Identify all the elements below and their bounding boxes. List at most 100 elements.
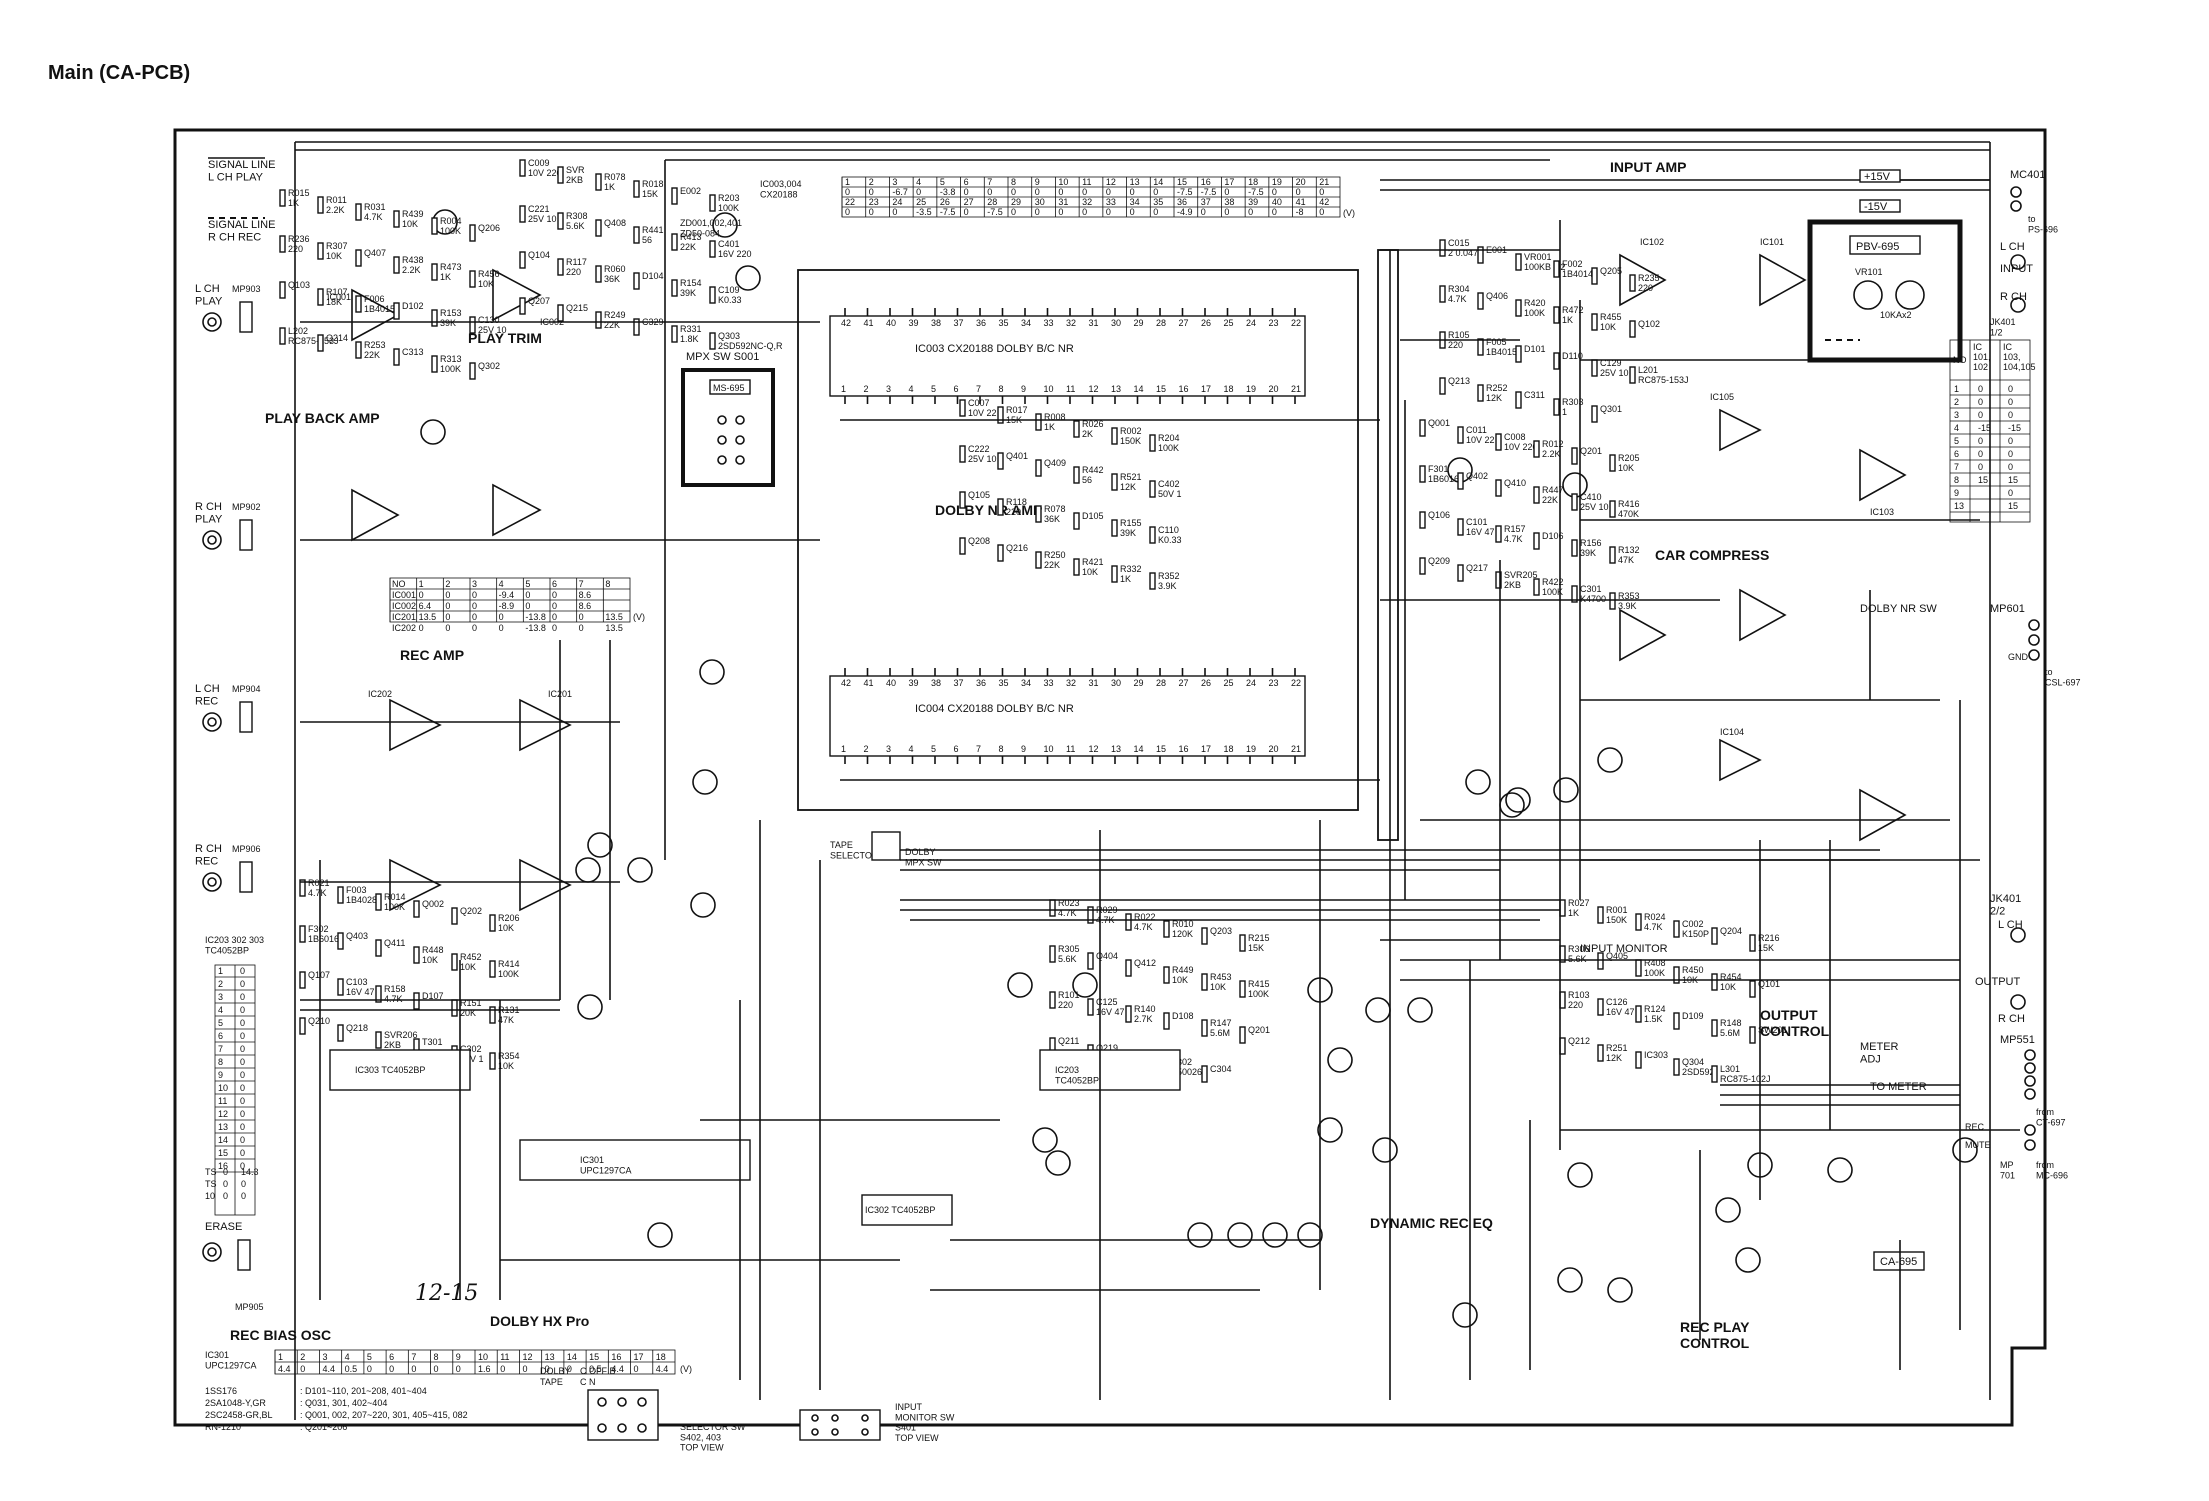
- component-body: [959, 445, 966, 463]
- component-value: 2K: [1082, 429, 1093, 439]
- vt-top-cell: 0: [1058, 187, 1063, 197]
- ic-pin-bottom: 7: [976, 744, 981, 754]
- component-ref: R026: [1082, 419, 1104, 429]
- component-body: [1073, 512, 1080, 530]
- vt-top-cell: 0: [1272, 207, 1277, 217]
- pbv-695-module: PBV-695 VR101 10KAx2: [1807, 219, 1963, 363]
- component-value: 1K: [1120, 574, 1131, 584]
- vt-ic203-extra: 0: [223, 1167, 228, 1177]
- vt-top-cell: 0: [845, 187, 850, 197]
- component-ref: R021: [308, 878, 330, 888]
- component-ref: R147: [1210, 1018, 1232, 1028]
- vt-ic10x-cell: 0: [2008, 397, 2013, 407]
- component-value: 1K: [1562, 315, 1573, 325]
- component-body: [1201, 973, 1208, 991]
- vt-top-cell: 10: [1058, 177, 1068, 187]
- ic-pin-top: 25: [1224, 678, 1234, 688]
- component-ref: Q212: [1568, 1036, 1590, 1046]
- component-value: 4.7K: [308, 888, 327, 898]
- component-body: [1571, 447, 1578, 465]
- component-ref: Q218: [346, 1023, 368, 1033]
- component-body: [469, 316, 476, 334]
- vt-ic301-val: 0.5: [589, 1364, 602, 1374]
- component-ref: C103: [346, 977, 368, 987]
- component-body: [519, 297, 526, 315]
- component-body: [431, 217, 438, 235]
- board-outline: [173, 128, 2047, 1427]
- component-ref: Q411: [384, 938, 405, 948]
- component-body: [1457, 426, 1464, 444]
- component-ref: SVR: [566, 165, 585, 175]
- component-value: 1B4015: [1486, 347, 1517, 357]
- transistor-symbol: [1597, 747, 1623, 773]
- ic004-label: IC004 CX20188 DOLBY B/C NR: [915, 703, 1074, 715]
- vt-ic301-pin: 17: [634, 1352, 644, 1362]
- component-ref: R155: [1120, 518, 1142, 528]
- vt-ic00x-cell: 1: [419, 579, 424, 589]
- component-ref: E002: [680, 186, 701, 196]
- plus15v-tag: [1859, 169, 1901, 183]
- component-value: 22K: [364, 350, 380, 360]
- component-ref: Q102: [1638, 319, 1660, 329]
- component-body: [1591, 267, 1598, 285]
- component-ref: Q211: [1058, 1036, 1079, 1046]
- vt-top-cell: 0: [1106, 207, 1111, 217]
- component-ref: D102: [402, 301, 424, 311]
- semi-part: 2SA1048-Y,GR: [205, 1398, 266, 1408]
- component-ref: Q201: [1580, 446, 1602, 456]
- transistor-symbol: [712, 212, 738, 238]
- vt-top-cell: 28: [987, 197, 997, 207]
- component-body: [997, 406, 1004, 424]
- component-value: 220: [566, 267, 581, 277]
- component-body: [1749, 980, 1756, 998]
- component-ref: L201: [1638, 365, 1658, 375]
- component-value: 22K: [1044, 560, 1060, 570]
- component-ref: R441: [642, 225, 664, 235]
- component-value: RC875-153J: [288, 336, 339, 346]
- ic-pin-bottom: 16: [1179, 384, 1189, 394]
- component-ref: SVR205: [1504, 570, 1538, 580]
- vt-ic301-val: 0.5: [345, 1364, 358, 1374]
- component-ref: Q410: [1504, 478, 1526, 488]
- component-body: [1049, 991, 1056, 1009]
- component-body: [337, 932, 344, 950]
- component-ref: R010: [1172, 919, 1194, 929]
- vt-ic203-cell: 0: [240, 1070, 245, 1080]
- component-body: [375, 1031, 382, 1049]
- component-body: [355, 249, 362, 267]
- component-body: [1035, 505, 1042, 523]
- component-body: [1711, 927, 1718, 945]
- vt-top-cell: 0: [1011, 187, 1016, 197]
- component-value: 120K: [1172, 929, 1193, 939]
- component-ref: C402: [1158, 479, 1180, 489]
- component-body: [1125, 913, 1132, 931]
- mp902-label: MP902: [232, 502, 261, 512]
- component-body: [1609, 546, 1616, 564]
- vt-top-cell: 0: [964, 187, 969, 197]
- component-value: 2.7K: [1134, 1014, 1153, 1024]
- ic105-label: IC105: [1710, 392, 1734, 402]
- vt-top-cell: 0: [845, 207, 850, 217]
- component-value: 16V 47: [1606, 1007, 1635, 1017]
- component-value: 4.7K: [384, 994, 403, 1004]
- block-dolby-hx-pro: DOLBY HX Pro: [490, 1313, 589, 1329]
- component-value: 25V 10: [968, 454, 997, 464]
- component-value: 2.2K: [1542, 449, 1561, 459]
- component-ref: C221: [528, 204, 550, 214]
- component-body: [1673, 966, 1680, 984]
- component-value: 56: [642, 235, 652, 245]
- component-ref: Q105: [968, 490, 990, 500]
- component-ref: L202: [288, 326, 308, 336]
- vt-ic00x-cell: 0: [445, 623, 450, 633]
- component-ref: D105: [1082, 511, 1104, 521]
- component-ref: R307: [326, 241, 348, 251]
- vt-ic301-pin: 11: [500, 1352, 509, 1362]
- vt-top-cell: -7.5: [987, 207, 1003, 217]
- component-ref: R422: [1542, 577, 1564, 587]
- mpx-sw-s001: MPX SW S001 MS-695: [681, 351, 775, 487]
